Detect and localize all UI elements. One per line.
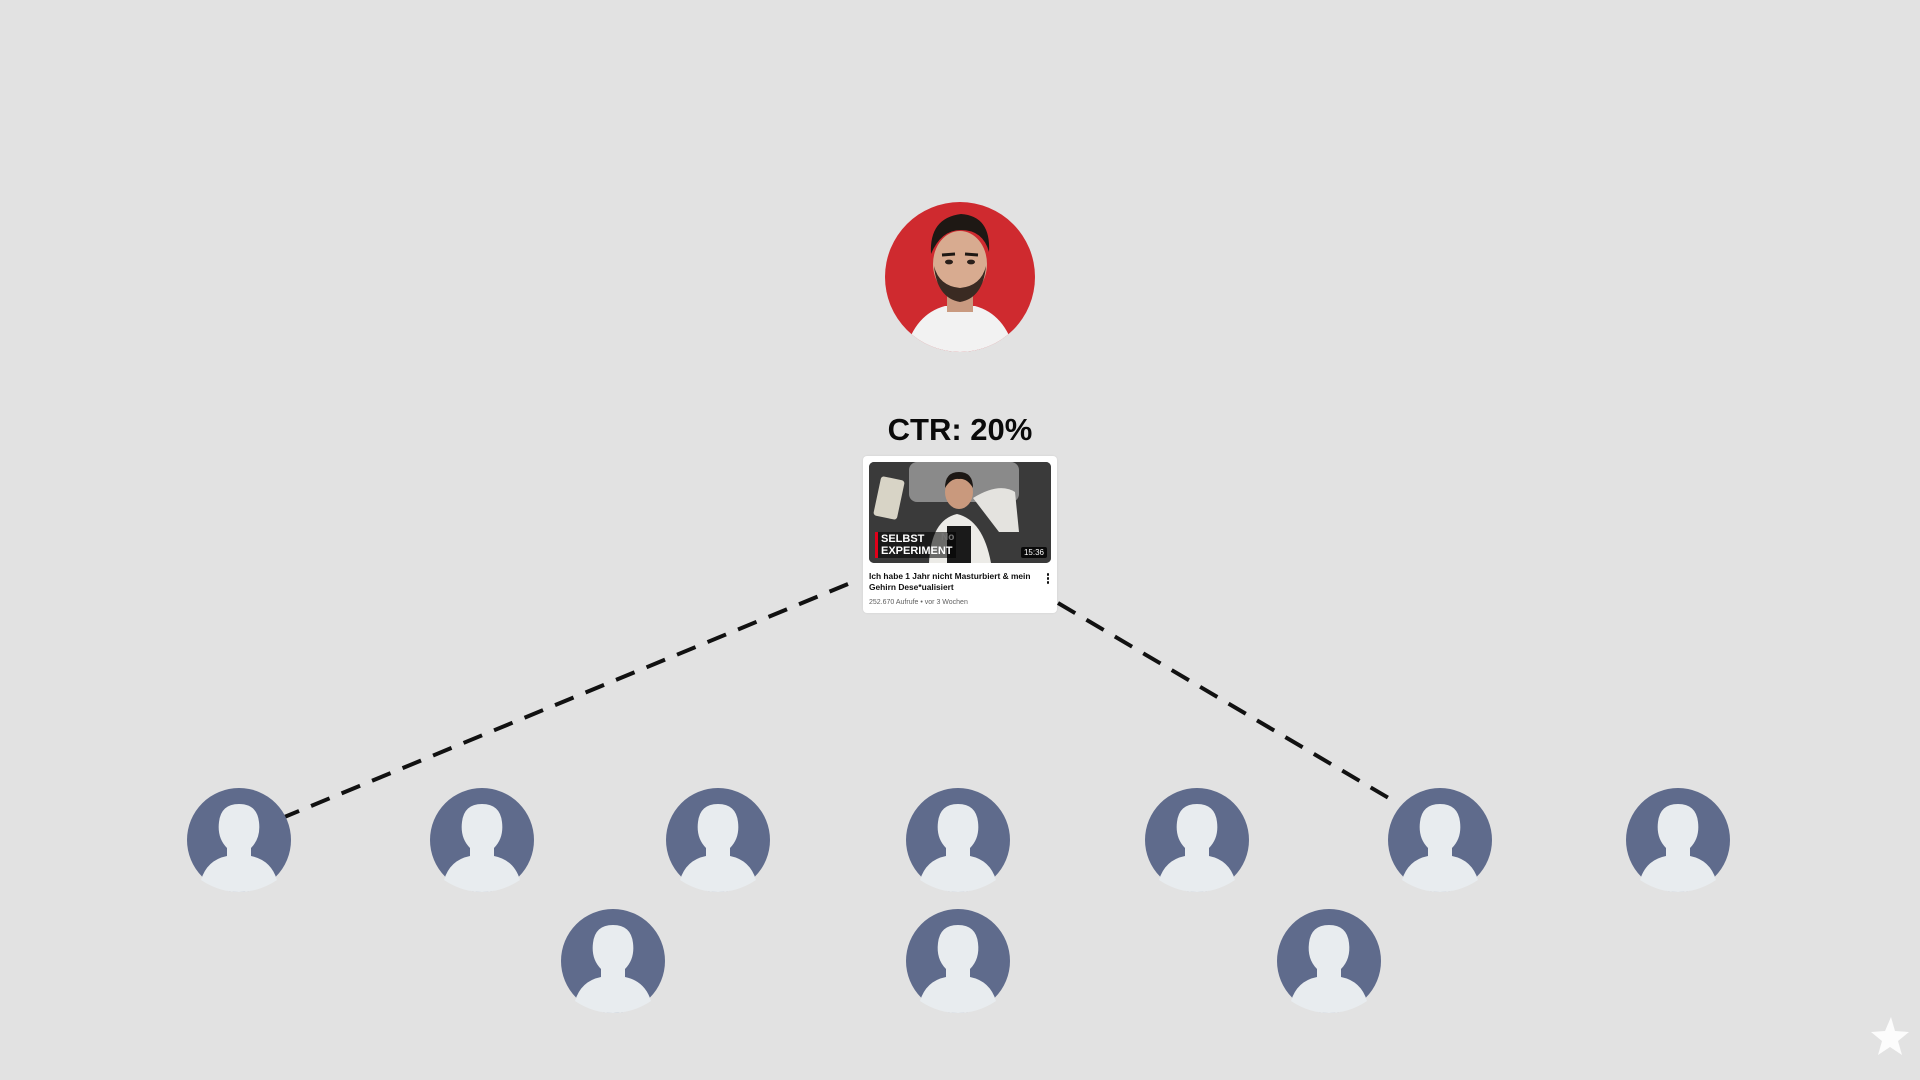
video-title[interactable]: Ich habe 1 Jahr nicht Masturbiert & mein… xyxy=(869,571,1031,592)
user-silhouette-icon xyxy=(1277,909,1381,1013)
connector-left xyxy=(281,582,849,820)
video-meta: 252.670 Aufrufe • vor 3 Wochen xyxy=(869,599,968,606)
viewer-avatar xyxy=(561,909,665,1013)
viewer-avatar xyxy=(1145,788,1249,892)
thumbnail-badge: SELBST EXPERIMENT xyxy=(875,532,956,558)
viewer-avatar xyxy=(1626,788,1730,892)
user-silhouette-icon xyxy=(561,909,665,1013)
viewer-avatar xyxy=(906,909,1010,1013)
user-silhouette-icon xyxy=(430,788,534,892)
connector-right xyxy=(1056,601,1394,802)
user-silhouette-icon xyxy=(1626,788,1730,892)
creator-avatar xyxy=(885,202,1035,352)
viewer-avatar xyxy=(187,788,291,892)
thumbnail-badge-line1: SELBST xyxy=(881,533,925,545)
user-silhouette-icon xyxy=(906,788,1010,892)
user-silhouette-icon xyxy=(187,788,291,892)
video-duration: 15:36 xyxy=(1020,547,1047,558)
video-card[interactable]: No SELBST EXPERIMENT 15:36 Ich habe 1 Ja… xyxy=(863,456,1057,613)
user-silhouette-icon xyxy=(666,788,770,892)
star-icon xyxy=(1871,1017,1909,1055)
viewer-avatar xyxy=(666,788,770,892)
user-silhouette-icon xyxy=(1145,788,1249,892)
viewer-avatar xyxy=(430,788,534,892)
thumbnail-badge-line2: EXPERIMENT xyxy=(881,545,953,557)
ctr-headline: CTR: 20% xyxy=(887,412,1033,447)
user-silhouette-icon xyxy=(906,909,1010,1013)
viewer-avatar xyxy=(906,788,1010,892)
user-silhouette-icon xyxy=(1388,788,1492,892)
more-vert-icon[interactable] xyxy=(1045,573,1051,587)
video-thumbnail[interactable]: No SELBST EXPERIMENT 15:36 xyxy=(869,462,1051,563)
viewer-avatar xyxy=(1388,788,1492,892)
viewer-avatar xyxy=(1277,909,1381,1013)
